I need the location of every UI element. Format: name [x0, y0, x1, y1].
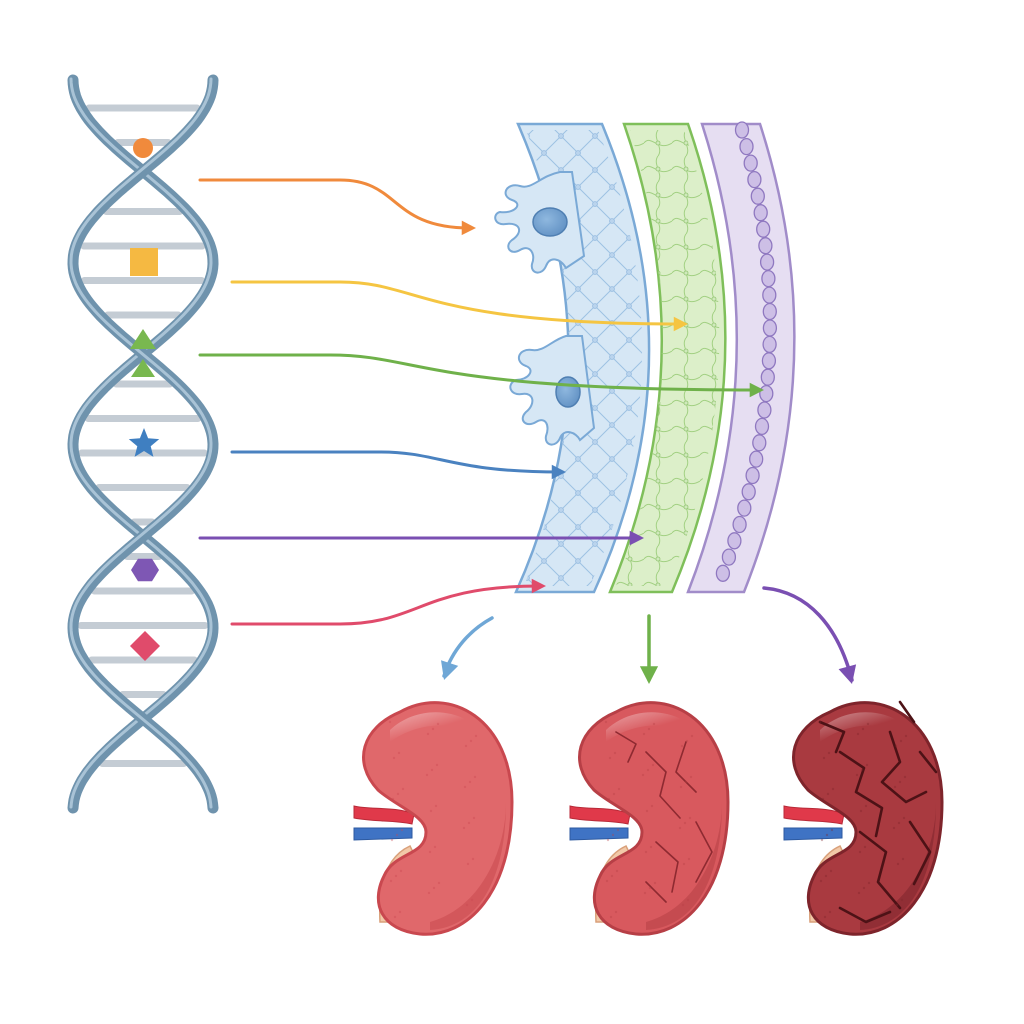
fibrosis-crack	[880, 730, 928, 804]
endothelial-cell	[761, 352, 777, 370]
fibrosis-crack	[695, 821, 713, 883]
cell-nucleus-icon	[555, 376, 581, 408]
fibrosis-crack	[675, 741, 697, 793]
endothelial-cell	[756, 220, 771, 238]
endothelial-cell	[761, 269, 776, 288]
severe-kidney-icon	[783, 700, 944, 936]
triangle-marker-icon	[130, 329, 156, 377]
endothelial-cell	[741, 483, 756, 501]
dna-strand-a-highlight	[69, 77, 213, 809]
arrowhead-icon	[461, 220, 476, 236]
fibrosis-crack	[908, 820, 932, 886]
endothelial-cell	[758, 237, 773, 255]
dna-strand-b-highlight	[69, 77, 213, 809]
endothelial-cell	[739, 137, 754, 156]
healthy-kidney-icon	[353, 701, 514, 936]
fibrosis-crack	[645, 881, 667, 903]
arrow-6	[230, 584, 542, 626]
endothelial-cell	[747, 170, 762, 189]
cell-nucleus-icon	[532, 207, 568, 237]
podocyte-layer-icon	[494, 122, 651, 594]
fibrosis-crack	[918, 750, 938, 774]
arrowhead-icon	[551, 464, 566, 480]
kidney-body	[792, 701, 944, 936]
vein-icon	[783, 827, 843, 841]
vein-icon	[569, 827, 629, 841]
arrow-2	[230, 280, 684, 326]
arrowhead-icon	[531, 578, 546, 594]
arrow-3	[198, 353, 760, 392]
endothelial-cell	[715, 564, 731, 582]
dna-base-pairs	[77, 104, 209, 767]
fibrosis-crack	[838, 906, 892, 924]
endothelial-cell	[745, 466, 760, 485]
pathway-arrows	[198, 178, 764, 626]
endothelial-layer-icon	[686, 121, 796, 594]
endothelial-cell	[749, 450, 764, 468]
damaged-kidney-icon	[569, 701, 730, 936]
arrowhead-icon	[838, 664, 857, 684]
kidney-body	[362, 701, 514, 936]
square-marker-icon	[130, 248, 158, 276]
arrow-4	[230, 450, 562, 474]
arrowhead-icon	[639, 666, 659, 684]
outcome-arrow-3	[762, 586, 854, 682]
star-marker-icon	[128, 428, 160, 457]
endothelial-cell	[721, 548, 737, 566]
hexagon-marker-icon	[131, 558, 159, 582]
arrow-1	[198, 178, 472, 230]
fibrosis-crack	[615, 731, 637, 763]
outcome-arrows	[441, 586, 857, 684]
endothelial-cells	[715, 121, 778, 582]
endothelial-cell	[760, 368, 775, 386]
vein-icon	[353, 827, 413, 841]
endothelial-cell	[727, 532, 742, 550]
endothelial-cell	[762, 286, 777, 304]
endothelial-cell	[734, 121, 750, 139]
filtration-barrier	[494, 121, 796, 594]
endothelial-cell	[757, 401, 772, 419]
basement-membrane-icon	[608, 122, 727, 594]
fibrosis-crack	[655, 841, 679, 893]
fibrosis-crack	[898, 700, 916, 724]
endothelial-cell	[750, 187, 765, 205]
circle-marker-icon	[133, 138, 153, 158]
endothelial-cell	[762, 302, 777, 321]
arrowhead-icon	[749, 382, 764, 398]
endothelial-cell	[762, 319, 778, 337]
endothelial-cell	[732, 515, 747, 534]
endothelial-cell	[743, 154, 758, 172]
endothelial-cell	[737, 499, 752, 517]
endothelial-cell	[759, 253, 775, 271]
arrowhead-icon	[673, 316, 688, 332]
kidney-outcomes	[353, 700, 944, 936]
fibrosis-crack	[858, 830, 902, 910]
endothelial-cell	[752, 434, 767, 452]
endothelial-cell	[762, 335, 777, 354]
diamond-marker-icon	[130, 631, 160, 661]
endothelial-cell	[759, 384, 774, 403]
genetic-variant-markers	[128, 138, 160, 661]
arrowhead-icon	[441, 660, 459, 680]
endothelial-cell	[753, 204, 768, 222]
endothelial-cell	[754, 417, 770, 436]
arrowhead-icon	[629, 530, 644, 546]
kidney-body	[578, 701, 730, 936]
artery-icon	[353, 805, 415, 825]
fibrosis-crack	[645, 751, 681, 819]
fibrosis-crack	[818, 720, 846, 754]
dna-helix	[67, 74, 219, 814]
fibrosis-crack	[838, 750, 884, 838]
artery-icon	[569, 805, 631, 825]
artery-icon	[783, 805, 845, 825]
